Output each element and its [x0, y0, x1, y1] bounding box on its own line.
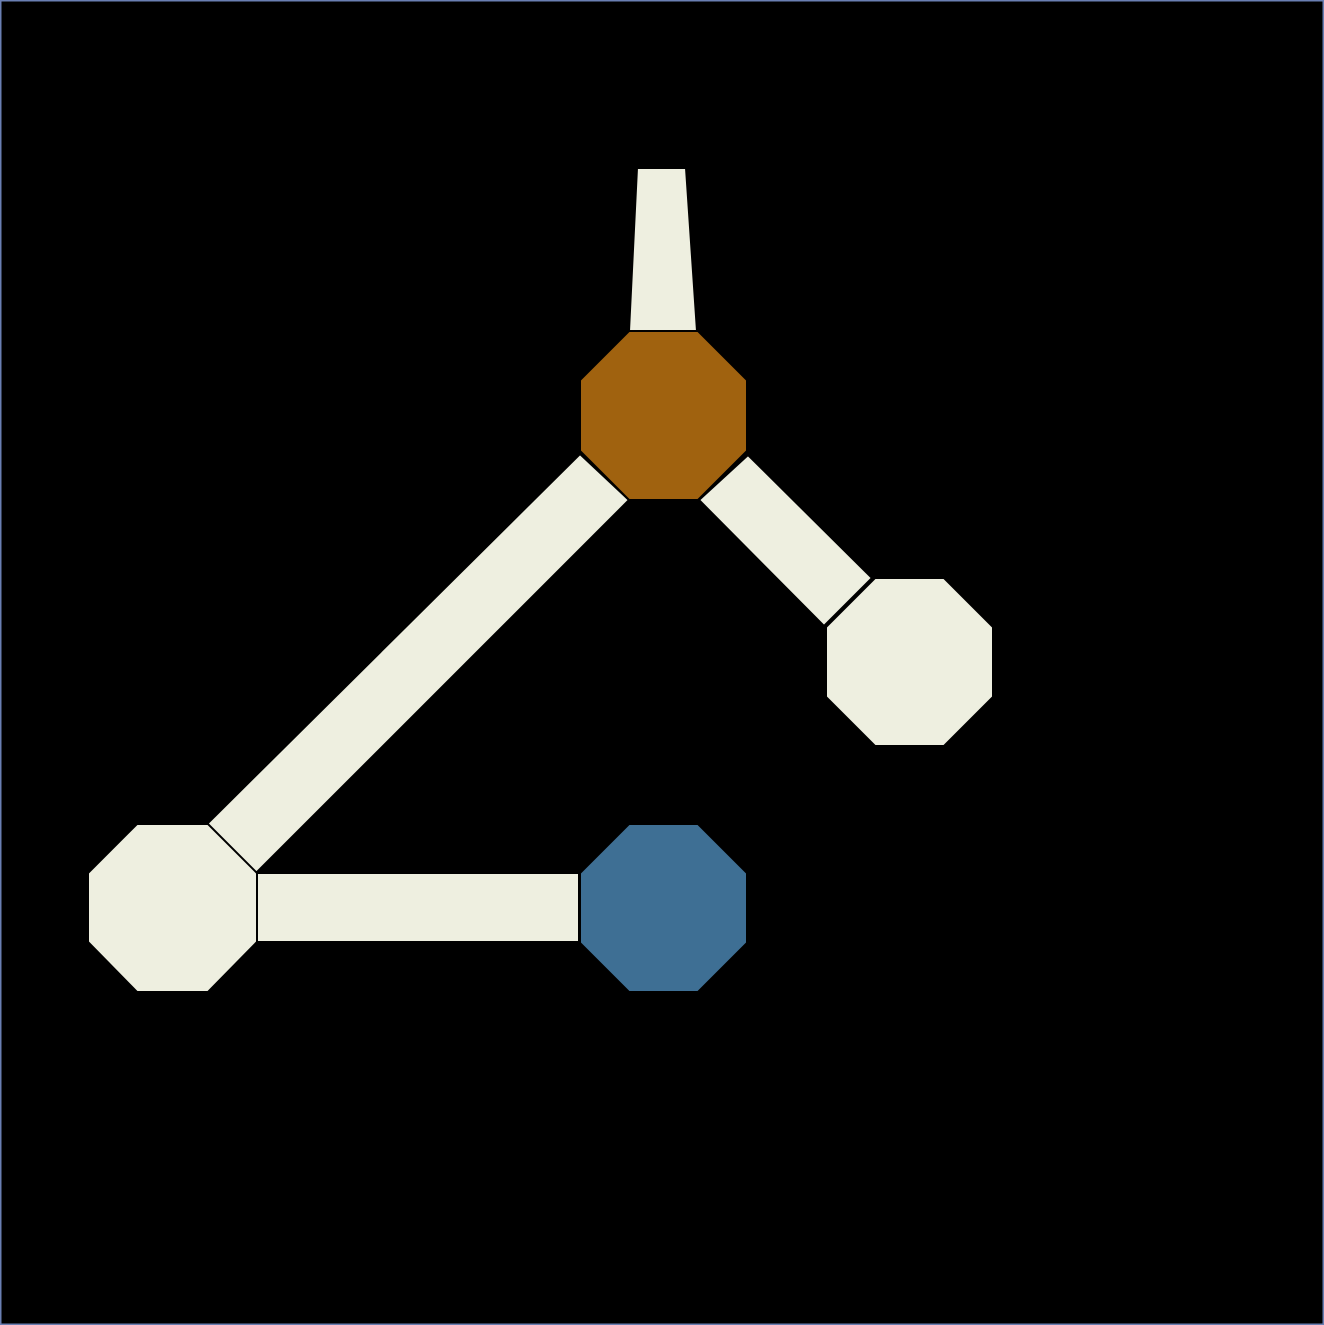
node-top[interactable]	[579, 330, 748, 501]
pipe-bottom-left-center[interactable]	[255, 872, 580, 943]
pipe-top-right[interactable]	[697, 453, 874, 628]
node-bottom-left[interactable]	[87, 823, 258, 993]
node-right[interactable]	[825, 577, 994, 747]
pipe-stub-top[interactable]	[627, 167, 699, 332]
node-bottom-center[interactable]	[579, 823, 748, 993]
